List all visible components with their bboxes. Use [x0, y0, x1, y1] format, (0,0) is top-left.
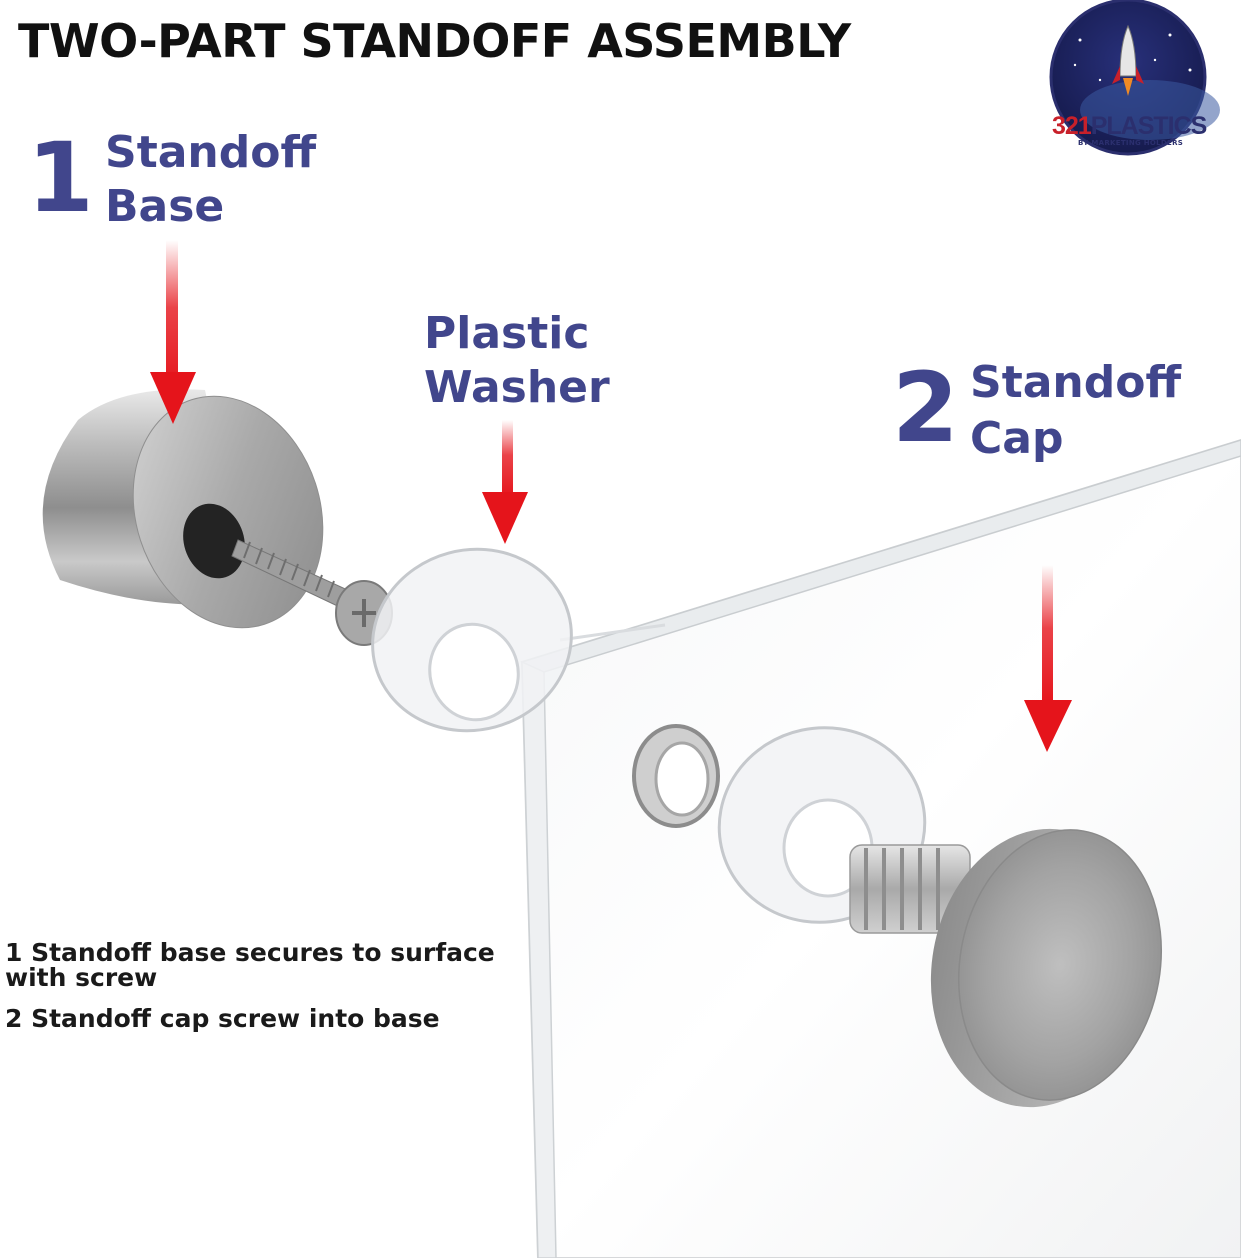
standoff-base-graphic — [42, 389, 324, 629]
cap-label-line1: Standoff — [970, 357, 1182, 408]
note-2: 2 Standoff cap screw into base — [5, 1004, 440, 1033]
arrow-to-base — [150, 240, 196, 424]
arrow-to-cap — [1024, 565, 1072, 752]
base-label-line1: Standoff — [105, 127, 317, 178]
logo-tagline: BY MARKETING HOLDERS — [1078, 139, 1184, 147]
base-number: 1 — [27, 122, 94, 234]
note-1-line2: with screw — [5, 963, 158, 992]
page-title: TWO-PART STANDOFF ASSEMBLY — [18, 14, 851, 68]
logo-wordmark: 321PLASTICS — [1052, 112, 1208, 141]
logo-word: PLASTICS — [1090, 112, 1208, 140]
cap-label-line2: Cap — [970, 413, 1064, 464]
cap-number: 2 — [892, 352, 959, 464]
panel-hole-graphic — [632, 724, 720, 828]
washer-label-line1: Plastic — [424, 308, 590, 359]
base-label-line2: Base — [105, 181, 225, 232]
brand-logo — [1049, 0, 1220, 156]
logo-number: 321 — [1052, 112, 1092, 140]
note-1-line1: 1 Standoff base secures to surface — [5, 938, 495, 967]
washer-label-line2: Washer — [424, 362, 610, 413]
standoff-cap-graphic — [849, 828, 1163, 1108]
plastic-washer-graphic — [371, 547, 573, 733]
arrow-to-washer — [482, 420, 528, 544]
